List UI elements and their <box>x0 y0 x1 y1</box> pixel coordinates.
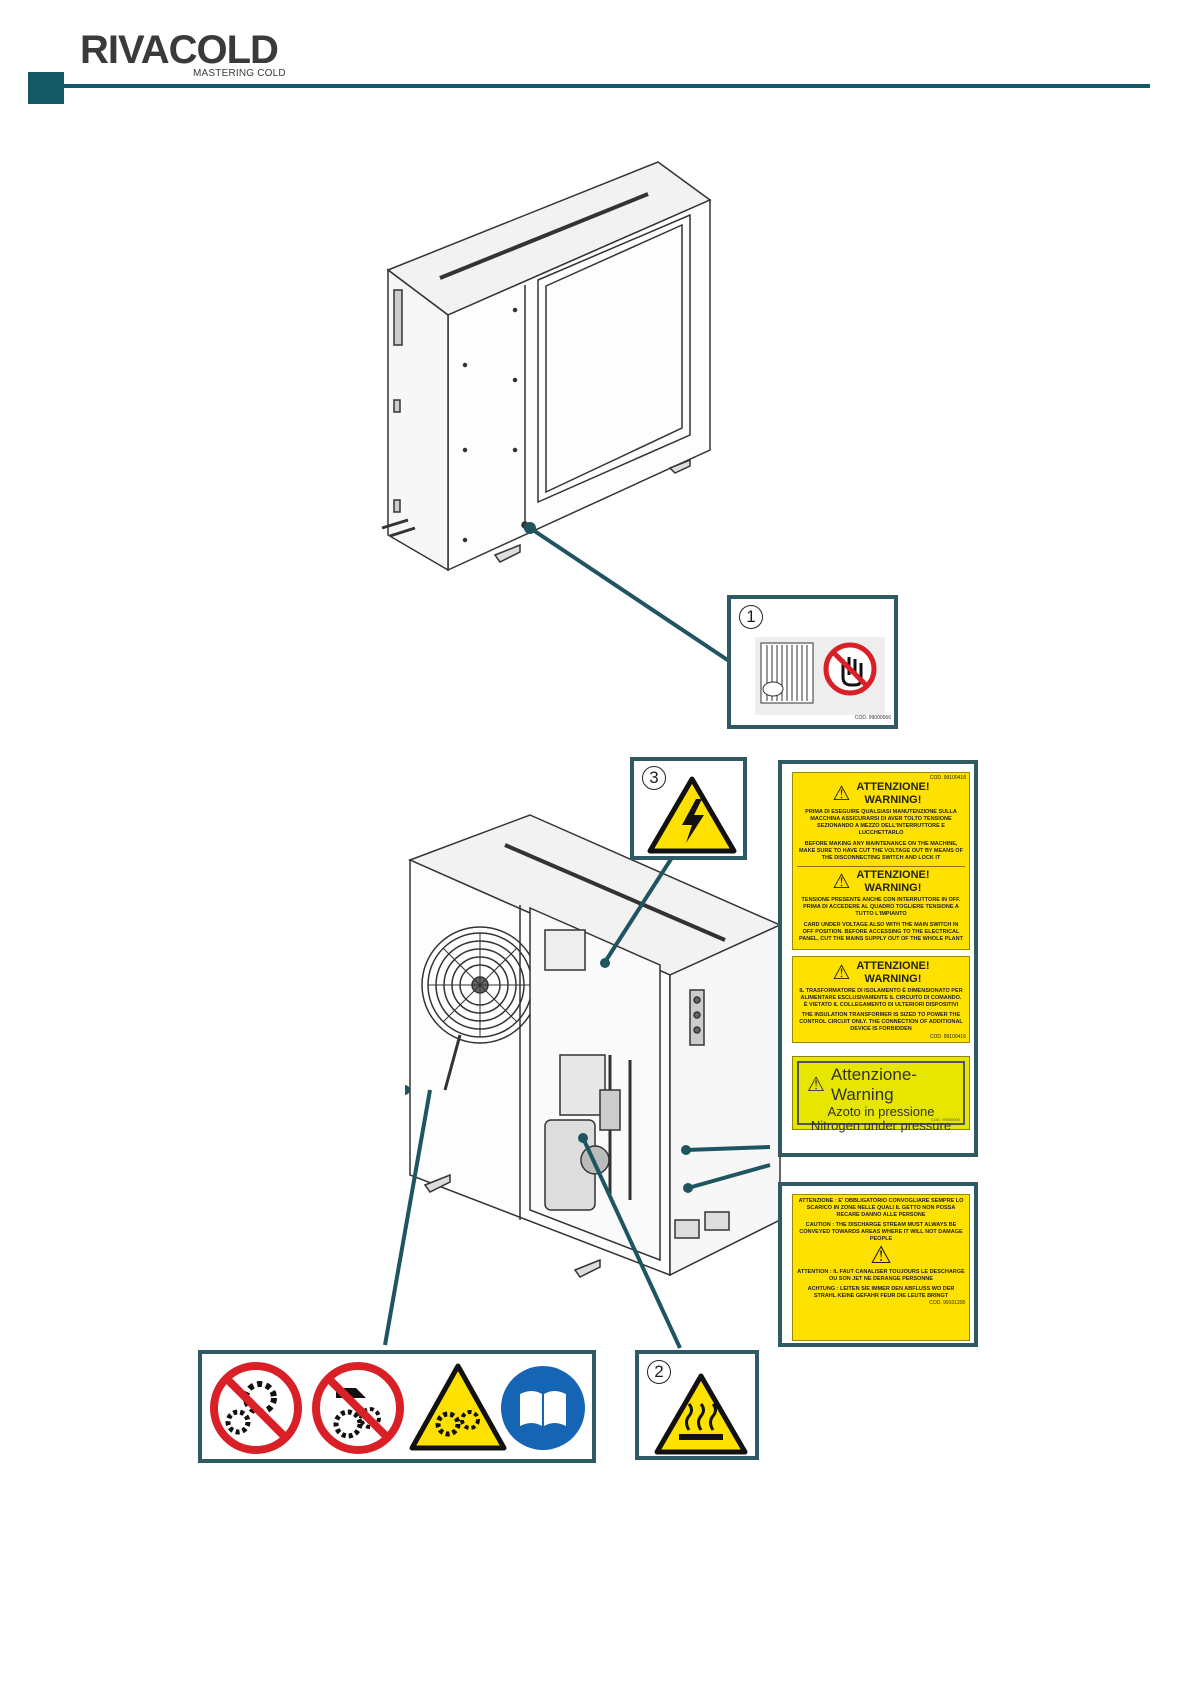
panel-b-text-en: THE INSULATION TRANSFORMER IS SIZED TO P… <box>799 1012 963 1032</box>
safety-pictogram-strip <box>198 1350 596 1463</box>
moving-parts-warning-icon <box>409 1363 507 1451</box>
callout-1-leader <box>524 522 752 677</box>
brand-logo: RIVACOLD <box>80 28 279 72</box>
warning-labels-box: COD. 99100418 ⚠ ATTENZIONE! WARNING! PRI… <box>778 760 978 1157</box>
panel-d-text-de: ACHTUNG : LEITEN SIE IMMER DEN ABFLUSS W… <box>807 1286 955 1299</box>
warning-panel-b: ⚠ ATTENZIONE! WARNING! IL TRASFORMATORE … <box>792 956 970 1043</box>
panel-c-line-1: Azoto in pressione <box>827 1104 935 1119</box>
hot-surface-icon <box>654 1373 748 1455</box>
panel-b-text-it: IL TRASFORMATORE DI ISOLAMENTO È DIMENSI… <box>799 988 963 1008</box>
panel-d-code: COD. 99101158 <box>929 1300 965 1306</box>
panel-c-title: Attenzione-Warning <box>830 1065 917 1104</box>
label-1-code: COD. 99000066 <box>854 715 891 721</box>
read-manual-icon <box>501 1366 585 1450</box>
panel-b-code: COD. 99100416 <box>929 1034 966 1040</box>
panel-a-title-3: ATTENZIONE! <box>856 869 930 881</box>
label-1-pictograms <box>755 637 885 715</box>
callout-2-number: 2 <box>647 1360 671 1384</box>
panel-a-title-4: WARNING! <box>864 882 922 894</box>
header-rule <box>60 84 1150 88</box>
panel-b-title-2: WARNING! <box>864 973 922 985</box>
panel-d-text-fr: ATTENTION : IL FAUT CANALISER TOUJOURS L… <box>797 1269 965 1282</box>
condensing-unit-front-illustration <box>405 814 782 1278</box>
panel-a-title-1: ATTENZIONE! <box>856 781 930 793</box>
panel-c-code: COD. 99000000 <box>931 1117 960 1122</box>
panel-d-text-en: CAUTION : THE DISCHARGE STREAM MUST ALWA… <box>799 1222 963 1242</box>
brand-tagline: MASTERING COLD <box>193 68 286 79</box>
panel-a-text-it-2: TENSIONE PRESENTE ANCHE CON INTERRUTTORE… <box>801 897 961 917</box>
panel-b-title-1: ATTENZIONE! <box>856 960 930 972</box>
header-marker <box>28 72 64 104</box>
callout-3-box: 3 <box>630 757 747 860</box>
panel-d-text-it: ATTENZIONE : E' OBBLIGATORIO CONVOGLIARE… <box>798 1198 964 1218</box>
warning-panel-a: COD. 99100418 ⚠ ATTENZIONE! WARNING! PRI… <box>792 772 970 950</box>
panel-a-title-2: WARNING! <box>864 794 922 806</box>
warning-triangle-icon: ⚠ <box>870 1242 892 1269</box>
panel-a-text-en: BEFORE MAKING ANY MAINTENANCE ON THE MAC… <box>799 841 963 861</box>
panel-c-line-2: Nitrogen under pressure <box>810 1118 952 1133</box>
callout-3-number: 3 <box>642 766 666 790</box>
warning-panel-c: ⚠ Attenzione-Warning Azoto in pressione … <box>792 1056 970 1133</box>
callout-1-number: 1 <box>739 605 763 629</box>
panel-a-code: COD. 99100418 <box>929 775 966 781</box>
discharge-warning-box: ATTENZIONE : E' OBBLIGATORIO CONVOGLIARE… <box>778 1182 978 1347</box>
warning-triangle-icon: ⚠ <box>807 1074 825 1096</box>
electrical-hazard-icon <box>647 776 737 854</box>
pictogram-set <box>210 1362 585 1454</box>
warning-triangle-icon: ⚠ <box>832 871 851 893</box>
warning-triangle-icon: ⚠ <box>832 783 851 805</box>
warning-triangle-icon: ⚠ <box>832 962 851 984</box>
callout-2-box: 2 <box>635 1350 759 1460</box>
panel-a-text-it: PRIMA DI ESEGUIRE QUALSIASI MANUTENZIONE… <box>805 809 957 836</box>
panel-a-text-en-2: CARD UNDER VOLTAGE ALSO WITH THE MAIN SW… <box>799 922 963 942</box>
no-hands-gears-icon <box>210 1362 302 1454</box>
warning-panel-d: ATTENZIONE : E' OBBLIGATORIO CONVOGLIARE… <box>792 1194 970 1341</box>
no-lubrication-icon <box>312 1362 404 1454</box>
condensing-unit-rear-illustration <box>381 161 712 572</box>
callout-1-box: 1 COD. 99000066 <box>727 595 898 729</box>
